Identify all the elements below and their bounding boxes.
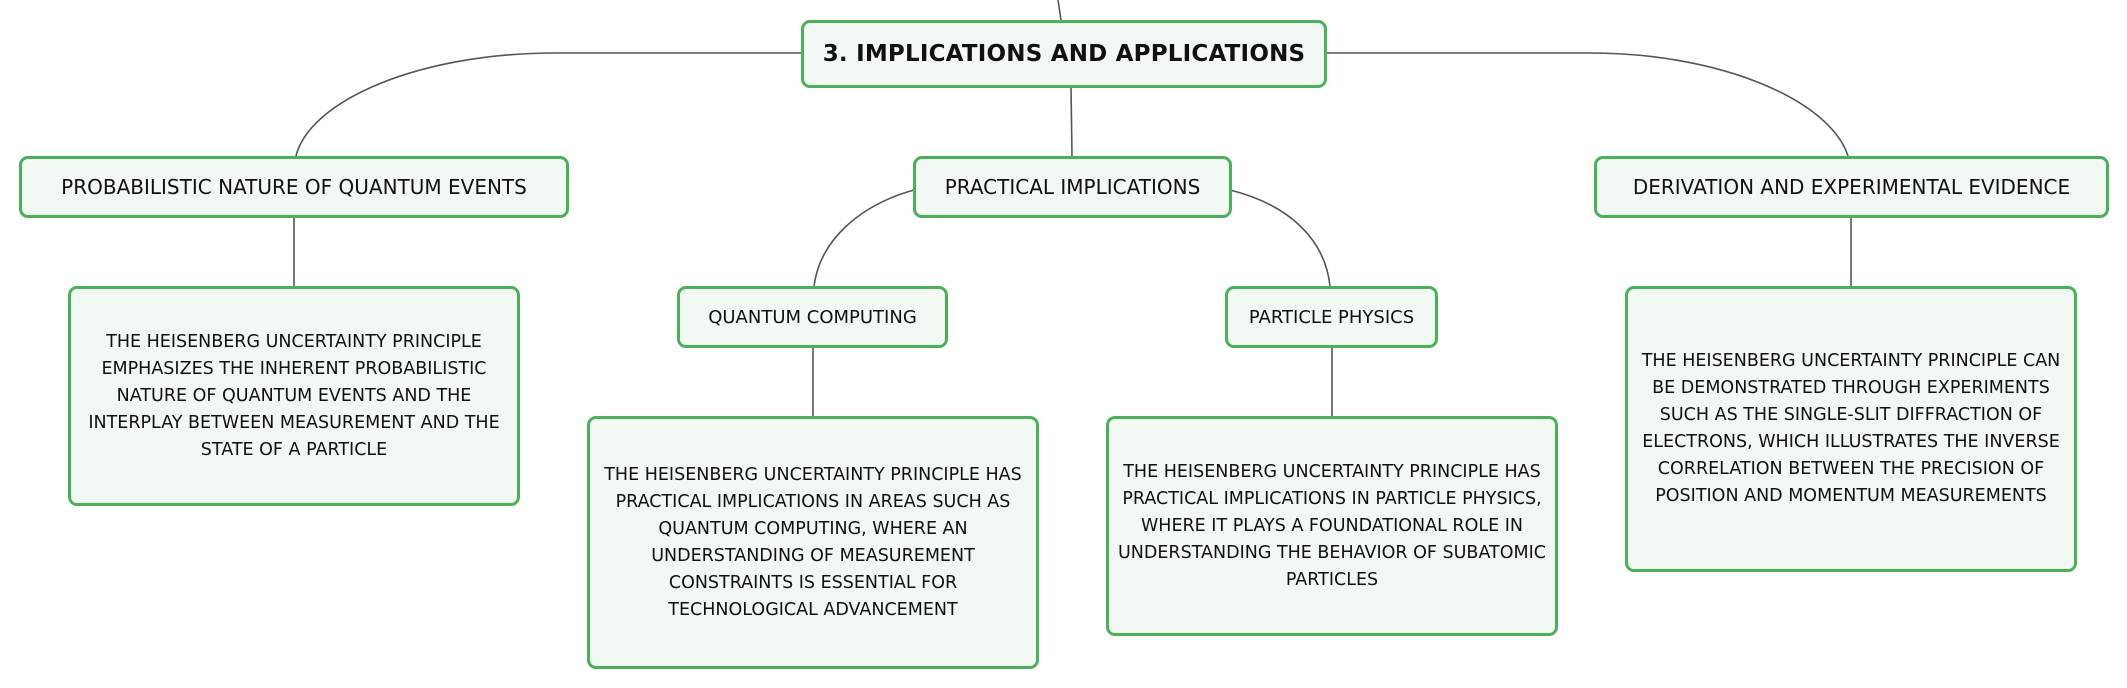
connector-parent-to-main <box>1057 0 1062 21</box>
main-topic-node[interactable]: 3. IMPLICATIONS AND APPLICATIONS <box>801 20 1327 88</box>
connector-main-to-practical <box>1070 86 1073 157</box>
description-node-probabilistic[interactable]: THE HEISENBERG UNCERTAINTY PRINCIPLE EMP… <box>68 286 520 506</box>
topic-node-practical[interactable]: PRACTICAL IMPLICATIONS <box>913 156 1232 218</box>
connector-main-to-derivation <box>1326 52 1849 157</box>
connector-main-to-probabilistic <box>295 52 801 157</box>
description-node-derivation[interactable]: THE HEISENBERG UNCERTAINTY PRINCIPLE CAN… <box>1625 286 2077 572</box>
description-node-quantum-computing[interactable]: THE HEISENBERG UNCERTAINTY PRINCIPLE HAS… <box>587 416 1039 669</box>
topic-node-probabilistic[interactable]: PROBABILISTIC NATURE OF QUANTUM EVENTS <box>19 156 569 218</box>
topic-node-derivation[interactable]: DERIVATION AND EXPERIMENTAL EVIDENCE <box>1594 156 2109 218</box>
subtopic-node-quantum-computing[interactable]: QUANTUM COMPUTING <box>677 286 948 348</box>
connector-practical-to-particle-physics <box>1229 189 1331 287</box>
subtopic-node-particle-physics[interactable]: PARTICLE PHYSICS <box>1225 286 1438 348</box>
description-node-particle-physics[interactable]: THE HEISENBERG UNCERTAINTY PRINCIPLE HAS… <box>1106 416 1558 636</box>
connector-practical-to-quantum-computing <box>813 189 915 287</box>
